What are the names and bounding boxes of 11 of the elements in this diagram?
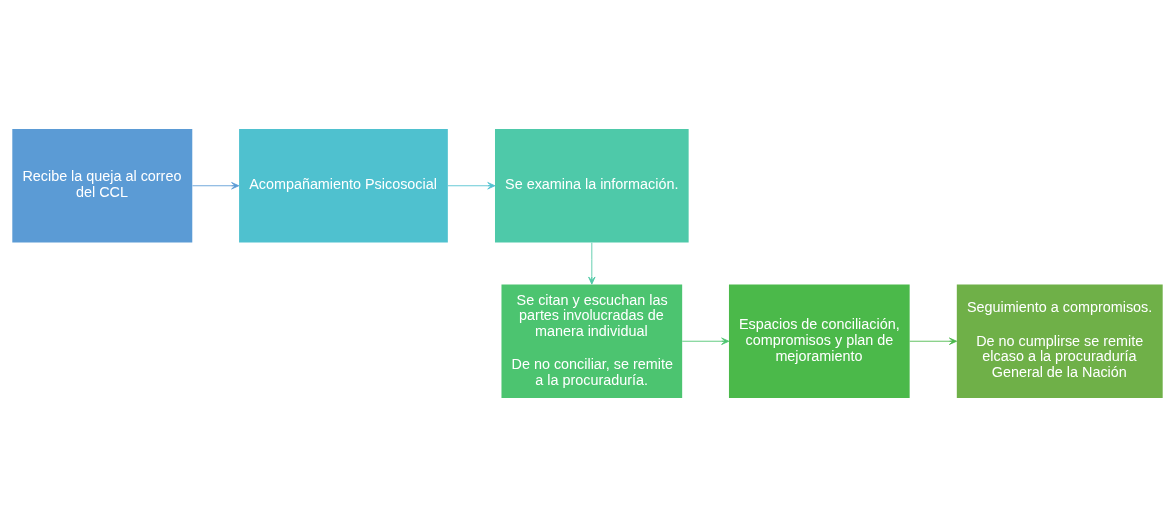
arrow <box>192 182 240 190</box>
arrow <box>909 337 958 345</box>
node-box: Se citan y escuchan las partes involucradas de manera individual De no conciliar, se remite a la procuraduría. <box>501 284 683 399</box>
arrow <box>447 182 496 190</box>
arrow <box>681 337 730 345</box>
node-box: Recibe la queja al correo del CCL <box>12 128 193 243</box>
node-box: Espacios de conciliación, compromisos y plan de mejoramiento <box>728 284 910 399</box>
node-box: Seguimiento a compromisos. De no cumplirse se remite elcaso a la procuraduría General de la Nación <box>956 284 1163 399</box>
node-box: Se examina la información. <box>495 128 689 243</box>
arrow <box>588 242 596 285</box>
node-box: Acompañamiento Psicosocial <box>239 128 448 243</box>
